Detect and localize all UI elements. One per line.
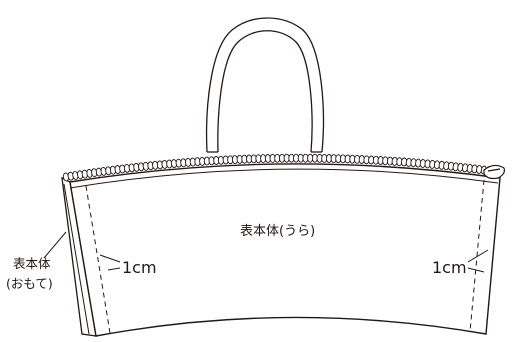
bag-handle [205, 17, 325, 153]
side-label-line1: 表本体 [13, 256, 51, 271]
seam-line-left [85, 185, 111, 334]
leader-seam-left-upper [99, 254, 121, 263]
leader-lines [43, 231, 489, 273]
seam-allowance-right-label: 1cm [432, 258, 467, 277]
seam-line-right [469, 179, 485, 333]
leader-side-label [43, 231, 67, 259]
side-label-line2: (おもて) [6, 276, 53, 291]
leader-seam-left-lower [107, 267, 121, 271]
seam-lines [85, 179, 485, 334]
center-label: 表本体(うら) [240, 224, 315, 239]
bag-body-panel [69, 163, 501, 337]
zipper-tape [69, 168, 499, 189]
leader-seam-right-upper [467, 249, 489, 263]
seam-allowance-left-label: 1cm [122, 258, 157, 277]
leader-seam-right-lower [467, 267, 485, 273]
zipper-pull [483, 164, 505, 180]
